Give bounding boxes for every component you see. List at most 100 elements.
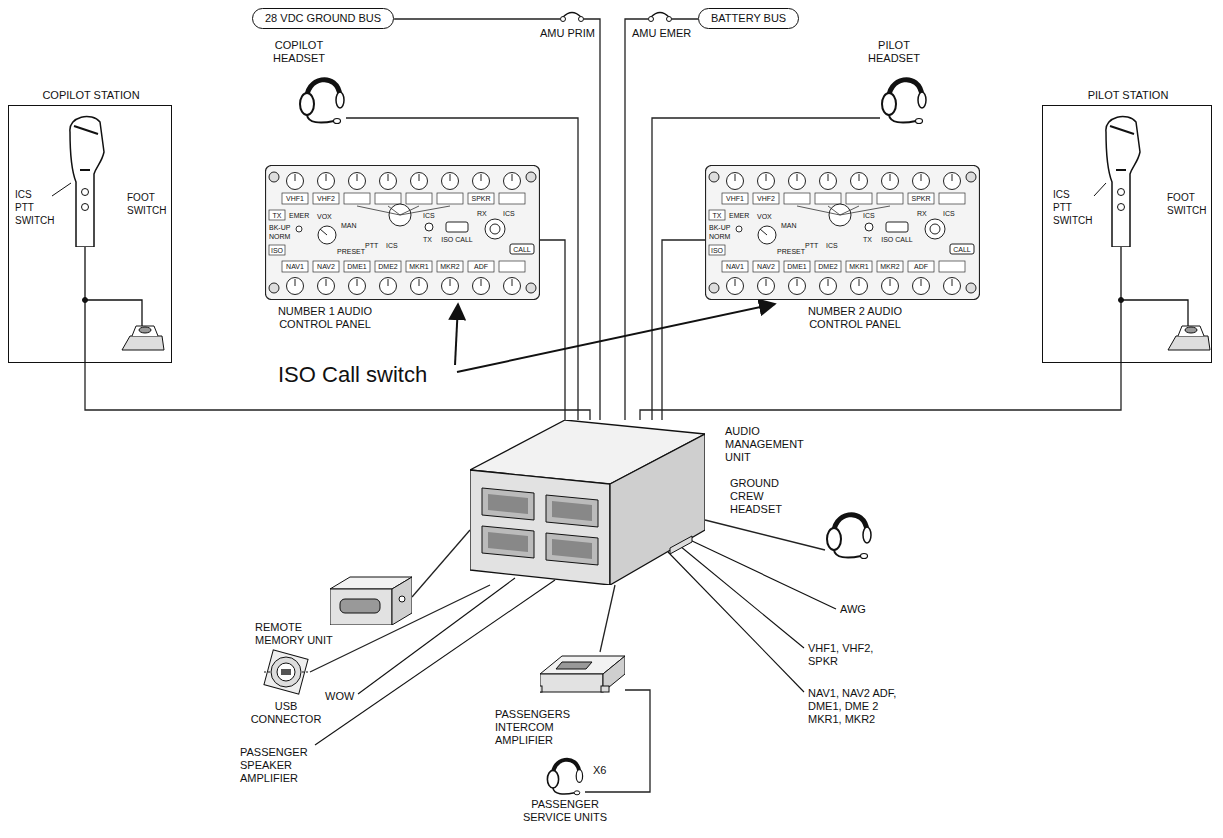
node-label: COPILOT STATION bbox=[9, 89, 173, 102]
audio-management-unit-icon bbox=[470, 420, 705, 585]
headset: GROUND CREW HEADSET bbox=[825, 505, 873, 560]
node-label: PASSENGERS INTERCOM AMPLIFIER bbox=[495, 708, 580, 747]
part-label: ISO bbox=[709, 246, 725, 256]
part-label: ICS bbox=[826, 241, 838, 251]
part-label: BK-UP bbox=[709, 223, 730, 233]
node-label: 28 VDC GROUND BUS bbox=[265, 12, 381, 25]
part-label: NAV1 bbox=[282, 262, 308, 272]
headset-icon bbox=[300, 80, 344, 124]
wire-connector bbox=[585, 690, 650, 792]
callout-label: WOW bbox=[325, 690, 354, 703]
leader-line bbox=[690, 540, 836, 609]
part-label: VHF2 bbox=[313, 194, 339, 204]
wire-connector bbox=[640, 363, 1121, 420]
control-stick bbox=[83, 298, 88, 303]
circuit-breaker bbox=[560, 13, 672, 23]
headset: COPILOT HEADSET bbox=[298, 70, 346, 125]
node-label: NUMBER 1 AUDIO CONTROL PANEL bbox=[265, 305, 385, 331]
headset-icon bbox=[825, 505, 873, 560]
part-label: ICS PTT SWITCH bbox=[15, 188, 51, 227]
callout-label: AMU PRIM bbox=[540, 27, 595, 40]
callout-label: PASSENGER SPEAKER AMPLIFIER bbox=[240, 746, 320, 785]
power-bus: 28 VDC GROUND BUS bbox=[252, 8, 394, 29]
part-label: EMER bbox=[729, 211, 749, 221]
part-label: NAV2 bbox=[313, 262, 339, 272]
audio-control-panel: NUMBER 1 AUDIO CONTROL PANELVHF1VHF2SPKR… bbox=[265, 165, 540, 300]
circuit-breaker bbox=[560, 13, 584, 23]
control-stick bbox=[52, 117, 1210, 363]
part-label: TX bbox=[269, 211, 285, 221]
leader-line bbox=[455, 304, 458, 365]
node-label: AUDIO MANAGEMENT UNIT bbox=[725, 425, 810, 464]
part-label: MAN bbox=[781, 221, 797, 231]
part-label: ISO CALL bbox=[441, 235, 473, 245]
leader-line bbox=[668, 552, 804, 692]
part-label: MKR2 bbox=[437, 262, 463, 272]
part-label: FOOT SWITCH bbox=[1167, 191, 1211, 217]
audio-management-unit: AUDIO MANAGEMENT UNIT bbox=[470, 420, 705, 585]
part-label: TX bbox=[423, 235, 432, 245]
memory-unit-icon bbox=[330, 575, 412, 625]
part-label: VHF1 bbox=[722, 194, 748, 204]
part-label: DME1 bbox=[784, 262, 810, 272]
control-stick bbox=[52, 183, 71, 196]
part-label: BK-UP bbox=[269, 223, 290, 233]
headset-icon bbox=[298, 70, 346, 125]
part-label: ICS bbox=[386, 241, 398, 251]
wire-connector bbox=[662, 240, 705, 420]
control-stick bbox=[85, 247, 1188, 363]
headset-icon bbox=[547, 760, 582, 795]
part-label: MKR2 bbox=[877, 262, 903, 272]
amplifier-box: PASSENGERS INTERCOM AMPLIFIER bbox=[540, 652, 625, 702]
part-label: NAV1 bbox=[722, 262, 748, 272]
part-label: SPKR bbox=[908, 194, 934, 204]
wire-connector bbox=[85, 363, 590, 420]
audio-control-panel: NUMBER 2 AUDIO CONTROL PANELVHF1VHF2SPKR… bbox=[705, 165, 980, 300]
wire-connector bbox=[705, 520, 825, 550]
part-label: CALL bbox=[950, 245, 974, 255]
audio-control-panel-icon bbox=[265, 165, 540, 300]
part-label: ADF bbox=[908, 262, 934, 272]
usb-connector-icon bbox=[262, 648, 310, 696]
control-stick bbox=[122, 326, 164, 350]
headset: PILOT HEADSET bbox=[880, 70, 928, 125]
node-label: BATTERY BUS bbox=[711, 12, 786, 25]
part-label: TX bbox=[863, 235, 872, 245]
node-label: GROUND CREW HEADSET bbox=[730, 477, 792, 516]
leader-line bbox=[680, 546, 804, 648]
part-label: ICS bbox=[943, 209, 955, 219]
audio-management-unit-icon bbox=[470, 420, 705, 585]
part-label: FOOT SWITCH bbox=[127, 191, 171, 217]
headset-icon bbox=[545, 752, 585, 796]
node-label: PILOT STATION bbox=[1043, 89, 1213, 102]
part-label: MKR1 bbox=[406, 262, 432, 272]
part-label: VOX bbox=[317, 212, 332, 222]
callout-label: AMU EMER bbox=[632, 27, 691, 40]
part-label: VHF2 bbox=[753, 194, 779, 204]
wire-connector bbox=[600, 585, 615, 652]
headset-icon bbox=[880, 70, 928, 125]
node-label: REMOTE MEMORY UNIT bbox=[255, 621, 345, 647]
part-label: DME2 bbox=[375, 262, 401, 272]
part-label: ICS bbox=[423, 211, 435, 221]
amplifier-box-icon bbox=[534, 656, 625, 692]
station-box: COPILOT STATIONICS PTT SWITCHFOOT SWITCH bbox=[8, 105, 172, 363]
part-label: PRESET bbox=[337, 247, 365, 257]
part-label: MAN bbox=[341, 221, 357, 231]
part-label: ISO CALL bbox=[881, 235, 913, 245]
leader-line bbox=[457, 304, 775, 372]
control-stick bbox=[70, 117, 104, 247]
part-label: PRESET bbox=[777, 247, 805, 257]
part-label: ADF bbox=[468, 262, 494, 272]
control-stick bbox=[1106, 117, 1140, 247]
callout-label: VHF1, VHF2, SPKR bbox=[808, 642, 893, 668]
part-label: CALL bbox=[510, 245, 534, 255]
usb-connector: USB CONNECTOR bbox=[262, 648, 310, 696]
control-stick bbox=[1094, 183, 1106, 196]
part-label: RX bbox=[477, 209, 487, 219]
node-label: PASSENGER SERVICE UNITS bbox=[521, 798, 609, 824]
part-label: NAV2 bbox=[753, 262, 779, 272]
part-label: VOX bbox=[757, 212, 772, 222]
